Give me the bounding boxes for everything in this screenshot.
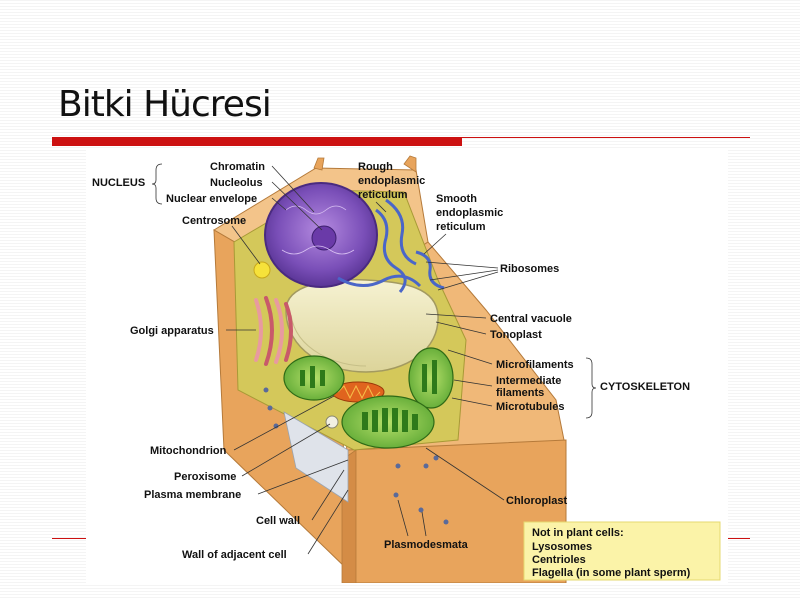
label-central-vacuole: Central vacuole xyxy=(490,313,572,325)
label-plasma-membrane: Plasma membrane xyxy=(144,489,241,501)
label-chloroplast: Chloroplast xyxy=(506,495,567,507)
plasma-membrane-region xyxy=(283,411,349,503)
label-cytoskeleton-group: CYTOSKELETON xyxy=(600,381,690,393)
endoplasmic-reticulum xyxy=(337,198,445,293)
label-chromatin: Chromatin xyxy=(210,161,265,173)
label-mitochondrion: Mitochondrion xyxy=(150,445,227,457)
golgi-apparatus xyxy=(254,296,293,366)
chloroplast-group xyxy=(283,347,454,449)
note-item-centrioles: Centrioles xyxy=(532,554,586,566)
label-rough-er-1: Rough xyxy=(358,161,393,173)
label-nucleus-group: NUCLEUS xyxy=(92,177,145,189)
plant-cell-figure: NUCLEUS Chromatin Nucleolus Nuclear enve… xyxy=(86,150,728,584)
label-rough-er-3: reticulum xyxy=(358,189,408,201)
label-golgi: Golgi apparatus xyxy=(130,325,214,337)
label-tonoplast: Tonoplast xyxy=(490,329,542,341)
not-in-plant-cells-note: Not in plant cells: Lysosomes Centrioles… xyxy=(523,521,721,581)
label-microfilaments: Microfilaments xyxy=(496,359,574,371)
label-adjacent-wall: Wall of adjacent cell xyxy=(182,549,287,561)
label-plasmodesmata: Plasmodesmata xyxy=(384,539,469,551)
label-intermediate-1: Intermediate xyxy=(496,375,561,387)
note-item-flagella: Flagella (in some plant sperm) xyxy=(532,567,691,579)
label-smooth-er-2: endoplasmic xyxy=(436,207,503,219)
peroxisome xyxy=(325,415,339,429)
label-nucleolus: Nucleolus xyxy=(210,177,263,189)
centrosome xyxy=(253,261,271,279)
label-smooth-er-3: reticulum xyxy=(436,221,486,233)
label-peroxisome: Peroxisome xyxy=(174,471,236,483)
slide-title: Bitki Hücresi xyxy=(58,84,272,125)
label-nuclear-envelope: Nuclear envelope xyxy=(166,193,257,205)
label-microtubules: Microtubules xyxy=(496,401,564,413)
label-intermediate-2: filaments xyxy=(496,387,544,399)
label-centrosome: Centrosome xyxy=(182,215,246,227)
plant-cell-diagram: NUCLEUS Chromatin Nucleolus Nuclear enve… xyxy=(92,155,721,584)
footer-rule-left xyxy=(52,538,86,539)
footer-rule-right xyxy=(728,538,750,539)
nucleus xyxy=(264,182,378,288)
label-cell-wall: Cell wall xyxy=(256,515,300,527)
title-underline-line xyxy=(462,137,750,138)
label-rough-er-2: endoplasmic xyxy=(358,175,425,187)
note-item-lysosomes: Lysosomes xyxy=(532,541,592,553)
label-smooth-er-1: Smooth xyxy=(436,193,477,205)
label-ribosomes: Ribosomes xyxy=(500,263,559,275)
note-heading: Not in plant cells: xyxy=(532,527,624,539)
plasmodesmata xyxy=(263,387,449,525)
title-underline-bar xyxy=(52,137,462,146)
